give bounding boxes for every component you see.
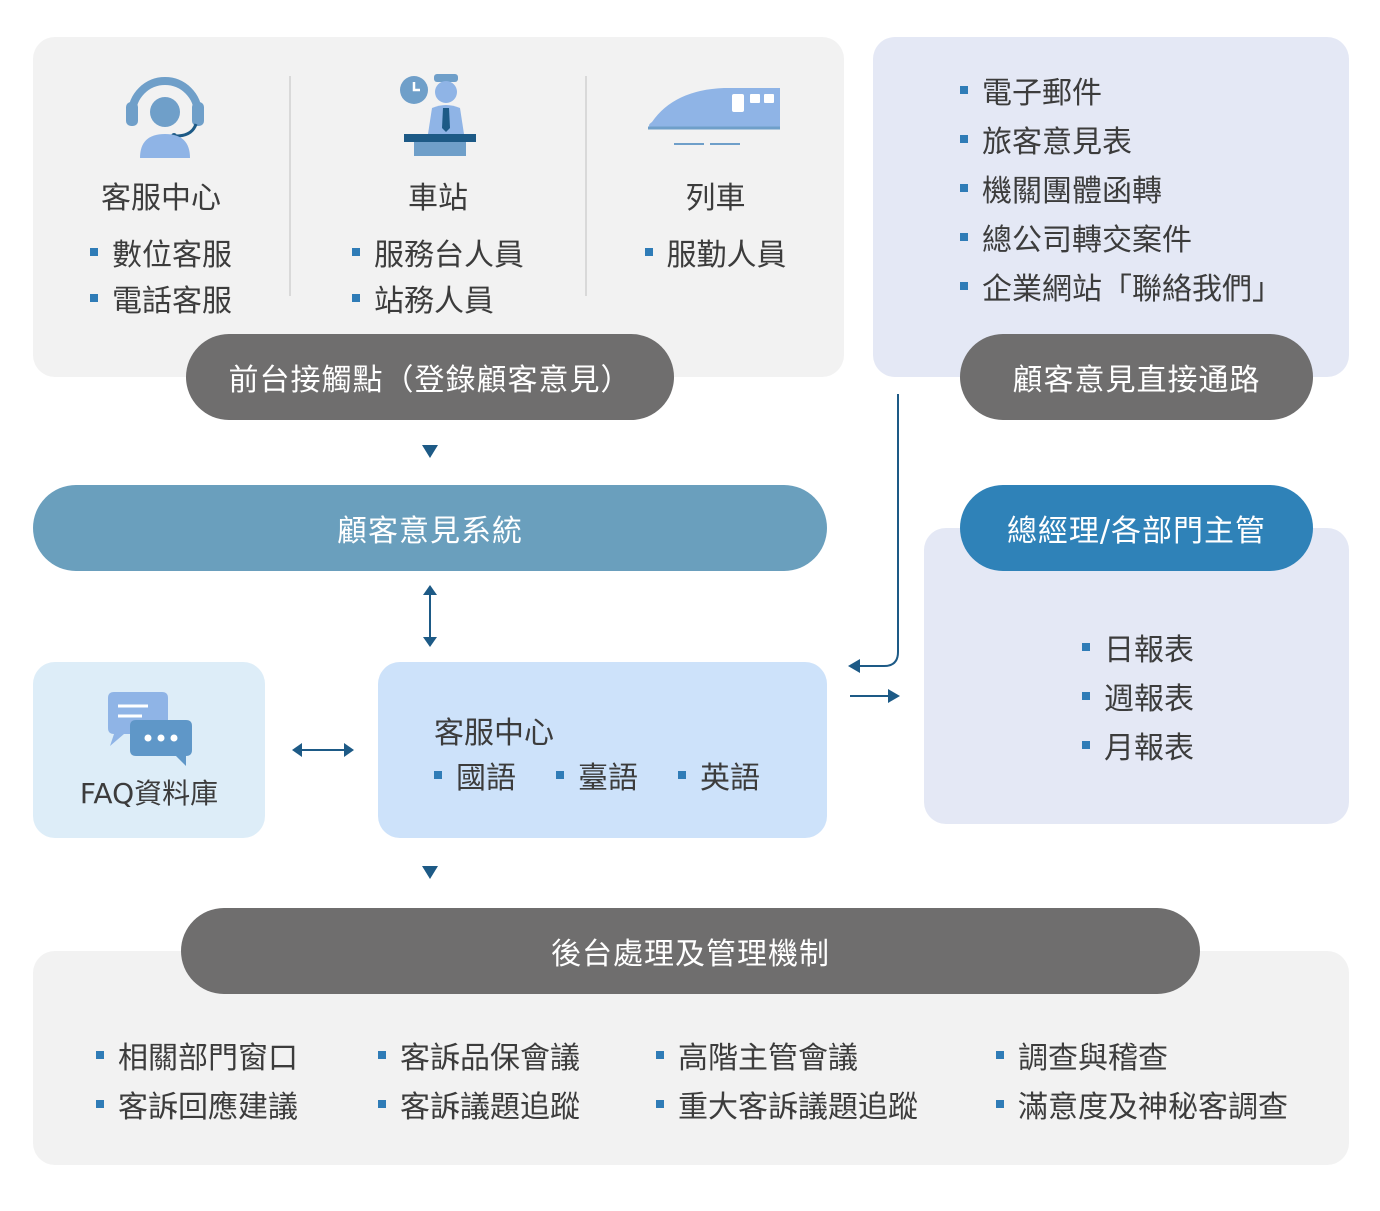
backend-list: 高階主管會議 重大客訴議題追蹤: [656, 1030, 918, 1128]
service-center-panel: [378, 662, 827, 838]
list-item: 旅客意見表: [960, 114, 1282, 163]
item-list: 數位客服 電話客服: [90, 229, 232, 321]
train-icon: [648, 88, 780, 145]
list-item: 英語: [678, 753, 760, 797]
down-arrow-icon: [422, 866, 438, 879]
list-item: 月報表: [1082, 720, 1194, 769]
column-divider: [585, 76, 587, 296]
service-language-list: 國語 臺語 英語: [434, 753, 760, 797]
bidirectional-vertical-arrow-icon: [423, 585, 437, 647]
column-title: 客服中心: [101, 181, 221, 216]
list-item: 客訴品保會議: [378, 1030, 580, 1079]
front-column-customer-service: 客服中心 數位客服 電話客服: [33, 165, 289, 321]
list-item: 服務台人員: [352, 229, 524, 275]
chat-bubbles-icon: [108, 692, 192, 766]
list-item: 調查與稽查: [996, 1030, 1288, 1079]
list-item: 滿意度及神秘客調查: [996, 1079, 1288, 1128]
list-item: 數位客服: [90, 229, 232, 275]
column-title: 列車: [685, 181, 746, 216]
front-contact-pill: 前台接觸點（登錄顧客意見）: [186, 334, 674, 420]
service-center-title: 客服中心: [434, 716, 554, 751]
faq-label: FAQ資料庫: [79, 777, 219, 810]
item-list: 服務台人員 站務人員: [352, 229, 524, 321]
list-item: 電子郵件: [960, 65, 1282, 114]
backend-pill: 後台處理及管理機制: [181, 908, 1200, 994]
bidirectional-horizontal-arrow-icon: [292, 743, 354, 757]
list-item: 週報表: [1082, 671, 1194, 720]
column-title: 車站: [408, 181, 468, 216]
direct-channel-connector-arrow: [848, 394, 899, 673]
down-arrow-icon: [422, 445, 438, 458]
list-item: 國語: [434, 753, 516, 797]
backend-list: 調查與稽查 滿意度及神秘客調查: [996, 1030, 1288, 1128]
list-item: 重大客訴議題追蹤: [656, 1079, 918, 1128]
list-item: 機關團體函轉: [960, 163, 1282, 212]
list-item: 總公司轉交案件: [960, 212, 1282, 261]
list-item: 高階主管會議: [656, 1030, 918, 1079]
item-list: 服勤人員: [645, 229, 787, 275]
column-divider: [289, 76, 291, 296]
list-item: 企業網站「聯絡我們」: [960, 261, 1282, 310]
list-item: 客訴議題追蹤: [378, 1079, 580, 1128]
list-item: 客訴回應建議: [96, 1079, 298, 1128]
backend-list: 客訴品保會議 客訴議題追蹤: [378, 1030, 580, 1128]
list-item: 站務人員: [352, 275, 524, 321]
right-arrow-icon: [850, 689, 900, 703]
front-column-train: 列車 服勤人員: [587, 165, 844, 275]
management-pill: 總經理/各部門主管: [960, 485, 1313, 571]
report-list: 日報表 週報表 月報表: [1082, 622, 1194, 769]
list-item: 服勤人員: [645, 229, 787, 275]
direct-channels-pill: 顧客意見直接通路: [960, 334, 1313, 420]
front-column-station: 車站 服務台人員 站務人員: [291, 165, 585, 321]
direct-channel-list: 電子郵件 旅客意見表 機關團體函轉 總公司轉交案件 企業網站「聯絡我們」: [960, 65, 1282, 310]
feedback-system-pill: 顧客意見系統: [33, 485, 827, 571]
backend-list: 相關部門窗口 客訴回應建議: [96, 1030, 298, 1128]
list-item: 電話客服: [90, 275, 232, 321]
station-clerk-icon: [400, 74, 476, 156]
list-item: 日報表: [1082, 622, 1194, 671]
list-item: 臺語: [556, 753, 638, 797]
list-item: 相關部門窗口: [96, 1030, 298, 1079]
headset-agent-icon: [126, 77, 204, 158]
